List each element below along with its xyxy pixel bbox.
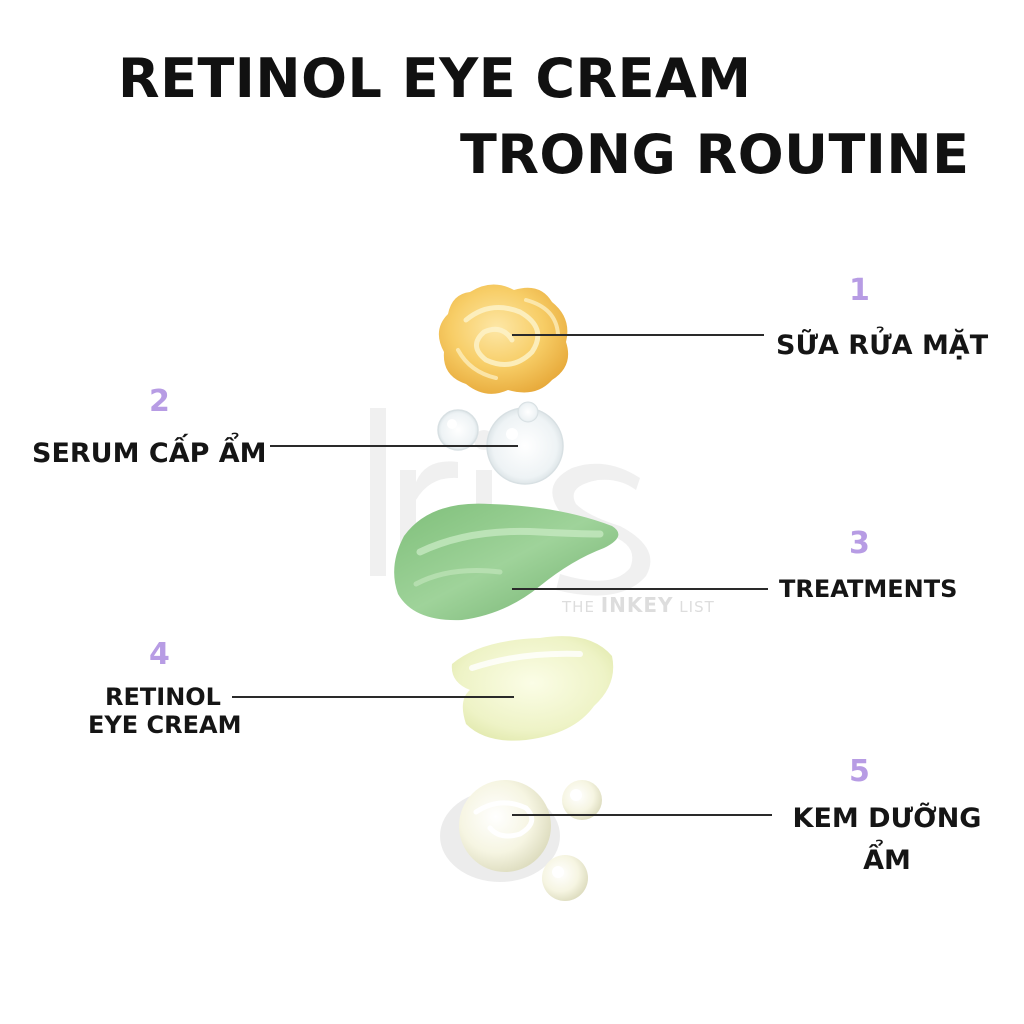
title-line-2: TRONG ROUTINE	[460, 123, 970, 186]
moisturizer-swatch	[440, 780, 602, 901]
step-5-leader-line	[512, 814, 772, 816]
step-5-number: 5	[849, 754, 870, 789]
step-4-number: 4	[149, 637, 170, 672]
inkey-list-watermark: THE INKEY LIST	[561, 593, 715, 617]
step-4-label-line-1: RETINOL	[105, 683, 221, 711]
step-5-label-line-1: KEM DƯỠNG	[792, 803, 982, 834]
step-2-leader-line	[270, 445, 518, 447]
step-2-number: 2	[149, 384, 170, 419]
svg-text:THE INKEY LIST: THE INKEY LIST	[561, 593, 715, 617]
step-4-label-line-2: EYE CREAM	[88, 711, 242, 739]
retinol-eye-cream-swatch	[451, 636, 614, 741]
step-1-leader-line	[512, 334, 764, 336]
step-3-label: TREATMENTS	[779, 575, 958, 603]
step-1-label: SỮA RỬA MẶT	[776, 330, 989, 361]
step-5-label-line-2: ẨM	[863, 845, 911, 876]
step-2-label: SERUM CẤP ẨM	[32, 438, 267, 469]
step-4-leader-line	[232, 696, 514, 698]
step-1-number: 1	[849, 273, 870, 308]
cleanser-swatch	[438, 284, 569, 394]
treatments-swatch	[394, 503, 619, 621]
step-5-label: KEM DƯỠNG ẨM	[780, 798, 994, 882]
step-4-label: RETINOL EYE CREAM	[88, 683, 242, 739]
step-3-leader-line	[512, 588, 768, 590]
title-line-1: RETINOL EYE CREAM	[118, 47, 752, 110]
step-3-number: 3	[849, 526, 870, 561]
